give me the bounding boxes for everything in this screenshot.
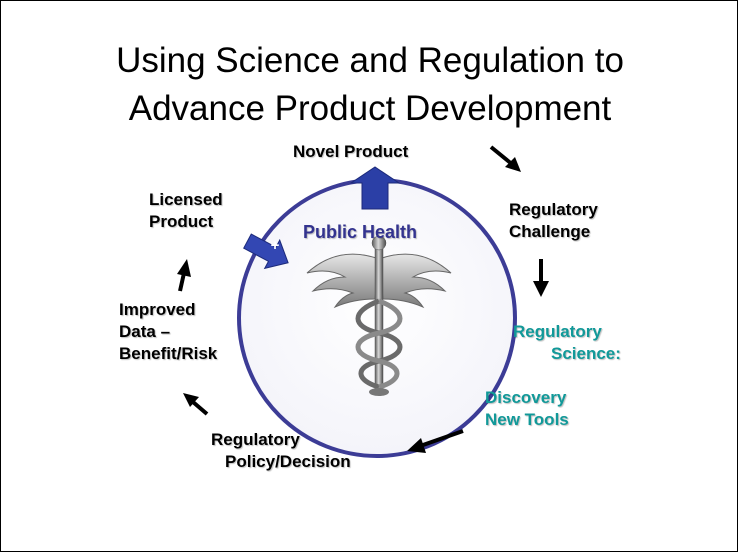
title-line-2: Advance Product Development	[128, 89, 612, 128]
arrow-to-policy	[422, 429, 464, 447]
plus-arrow	[243, 233, 289, 270]
label-improved-data: Improved Data – Benefit/Risk	[119, 300, 218, 363]
cycle-arrows	[177, 145, 549, 453]
arrow-to-improved	[191, 400, 209, 416]
label-licensed-product: Licensed Product	[149, 190, 223, 231]
caduceus-icon	[306, 235, 452, 396]
title-line-1: Using Science and Regulation to	[116, 41, 624, 80]
arrow-to-challenge	[489, 145, 515, 167]
plus-sign: +	[270, 237, 280, 254]
label-novel-product: Novel Product	[293, 142, 409, 161]
label-regulatory-science: Regulatory Science:	[513, 322, 621, 363]
novel-product-arrow	[349, 166, 401, 210]
label-discovery-tools: Discovery New Tools	[485, 388, 569, 429]
arrow-to-licensed	[178, 272, 186, 292]
label-regulatory-policy: Regulatory Policy/Decision	[211, 430, 351, 471]
label-regulatory-challenge: Regulatory Challenge	[509, 200, 598, 241]
label-public-health: Public Health	[303, 222, 418, 242]
